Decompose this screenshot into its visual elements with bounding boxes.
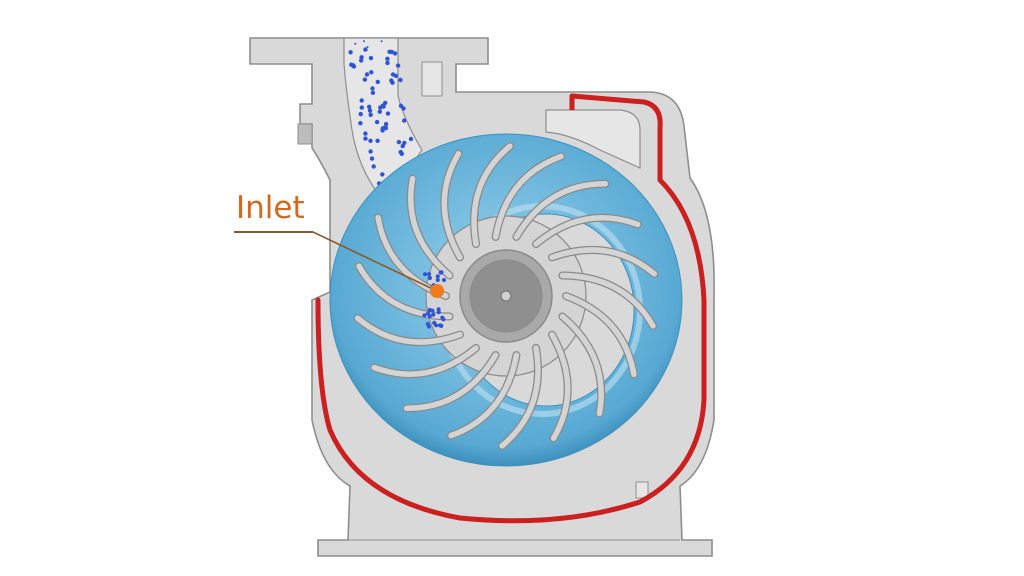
impeller-blade-face	[533, 215, 641, 247]
gas-particle	[377, 109, 382, 114]
cell-particle	[427, 272, 432, 277]
impeller-blade-face	[408, 175, 453, 279]
cell-particle	[430, 308, 435, 313]
gas-particle	[368, 55, 374, 61]
inlet-callout: Inlet	[234, 190, 444, 298]
gas-particle	[375, 79, 380, 85]
cell-particle	[432, 320, 437, 325]
gas-particle	[408, 136, 414, 142]
cell-particle	[436, 307, 441, 312]
impeller-blade-face	[492, 153, 564, 240]
callout-leader-line	[312, 231, 438, 292]
gas-particle	[362, 77, 368, 82]
gas-particle	[349, 62, 354, 67]
impeller-blade-face	[549, 331, 571, 442]
impeller-hub	[459, 249, 553, 343]
cell-particle	[435, 274, 440, 279]
gas-particle	[369, 156, 375, 161]
impeller-blade-face	[448, 352, 520, 439]
side-lug	[297, 123, 313, 145]
gas-particle	[367, 104, 372, 110]
impeller-blade-face	[559, 313, 604, 417]
gas-particle	[401, 106, 406, 111]
port-block	[421, 61, 443, 97]
gas-particle	[385, 60, 390, 66]
gas-particle	[378, 105, 383, 110]
inlet-callout-label: Inlet	[236, 190, 305, 226]
cell-particle	[426, 311, 431, 316]
gas-particle	[370, 90, 376, 96]
gas-particle	[392, 51, 398, 56]
gas-particle	[374, 119, 380, 125]
cell-particle	[438, 323, 443, 328]
impeller-blade-face	[356, 263, 453, 320]
impeller-blade-face	[549, 247, 658, 277]
gas-particle	[389, 49, 394, 55]
inlet-port	[343, 37, 423, 197]
inlet-channel	[343, 37, 423, 197]
gas-particle	[366, 46, 369, 49]
gas-particle	[363, 47, 368, 52]
gas-particle	[375, 138, 380, 143]
gas-particle	[359, 58, 364, 63]
gas-particle	[398, 149, 403, 155]
red-seal-path	[315, 93, 707, 524]
gas-particle	[368, 149, 373, 154]
cell-particle	[431, 312, 436, 317]
gas-particle	[359, 98, 364, 103]
gas-particle	[371, 164, 376, 169]
impeller-blade-face	[513, 180, 609, 240]
inlet-marker-dot	[430, 284, 444, 298]
cell-particle	[440, 315, 445, 320]
discharge-chamber	[545, 109, 641, 169]
gas-particle	[395, 63, 401, 68]
gas-particle	[402, 118, 407, 123]
gas-particle	[383, 121, 389, 127]
gas-particle	[369, 70, 374, 75]
cell-particle	[422, 313, 427, 318]
impeller-blade-face	[499, 345, 541, 449]
gas-particle	[380, 172, 385, 177]
gas-particle	[348, 50, 353, 55]
foot-slot	[635, 481, 649, 499]
gas-particle	[370, 86, 375, 91]
cell-particle	[439, 270, 444, 275]
cell-particle	[435, 277, 440, 283]
impeller-blade-face	[471, 143, 513, 247]
casing-seal-line	[315, 93, 707, 524]
impeller-blade-face	[563, 293, 637, 378]
gas-particle	[398, 77, 403, 83]
gas-particle	[359, 105, 364, 110]
cell-particle	[422, 272, 428, 277]
gas-particle	[385, 111, 391, 116]
impeller-blade-face	[354, 315, 463, 345]
gas-particle	[396, 139, 402, 145]
impeller-blade-face	[559, 272, 656, 329]
gas-particle	[367, 108, 373, 113]
gas-particle	[358, 121, 363, 126]
impeller-blade-face	[441, 150, 463, 261]
gas-particle	[363, 40, 365, 43]
gas-particle	[389, 78, 394, 83]
gas-particle	[363, 131, 368, 136]
cell-particle	[441, 277, 447, 283]
gas-particle	[383, 125, 389, 131]
impeller-blade-face	[403, 352, 499, 412]
impeller-blade-face	[371, 345, 479, 377]
gas-particle	[380, 40, 383, 43]
gas-particle	[363, 136, 368, 141]
gas-particle	[390, 72, 396, 77]
gas-particle	[368, 138, 373, 143]
cell-particle	[427, 275, 432, 281]
gas-particle	[364, 72, 370, 77]
gas-particle	[354, 42, 357, 45]
shaft-center	[500, 290, 512, 302]
gas-particle	[400, 143, 405, 149]
gas-particle	[358, 111, 363, 117]
gas-particle	[385, 56, 390, 61]
cell-particle	[426, 324, 432, 329]
gas-particle	[368, 112, 373, 118]
